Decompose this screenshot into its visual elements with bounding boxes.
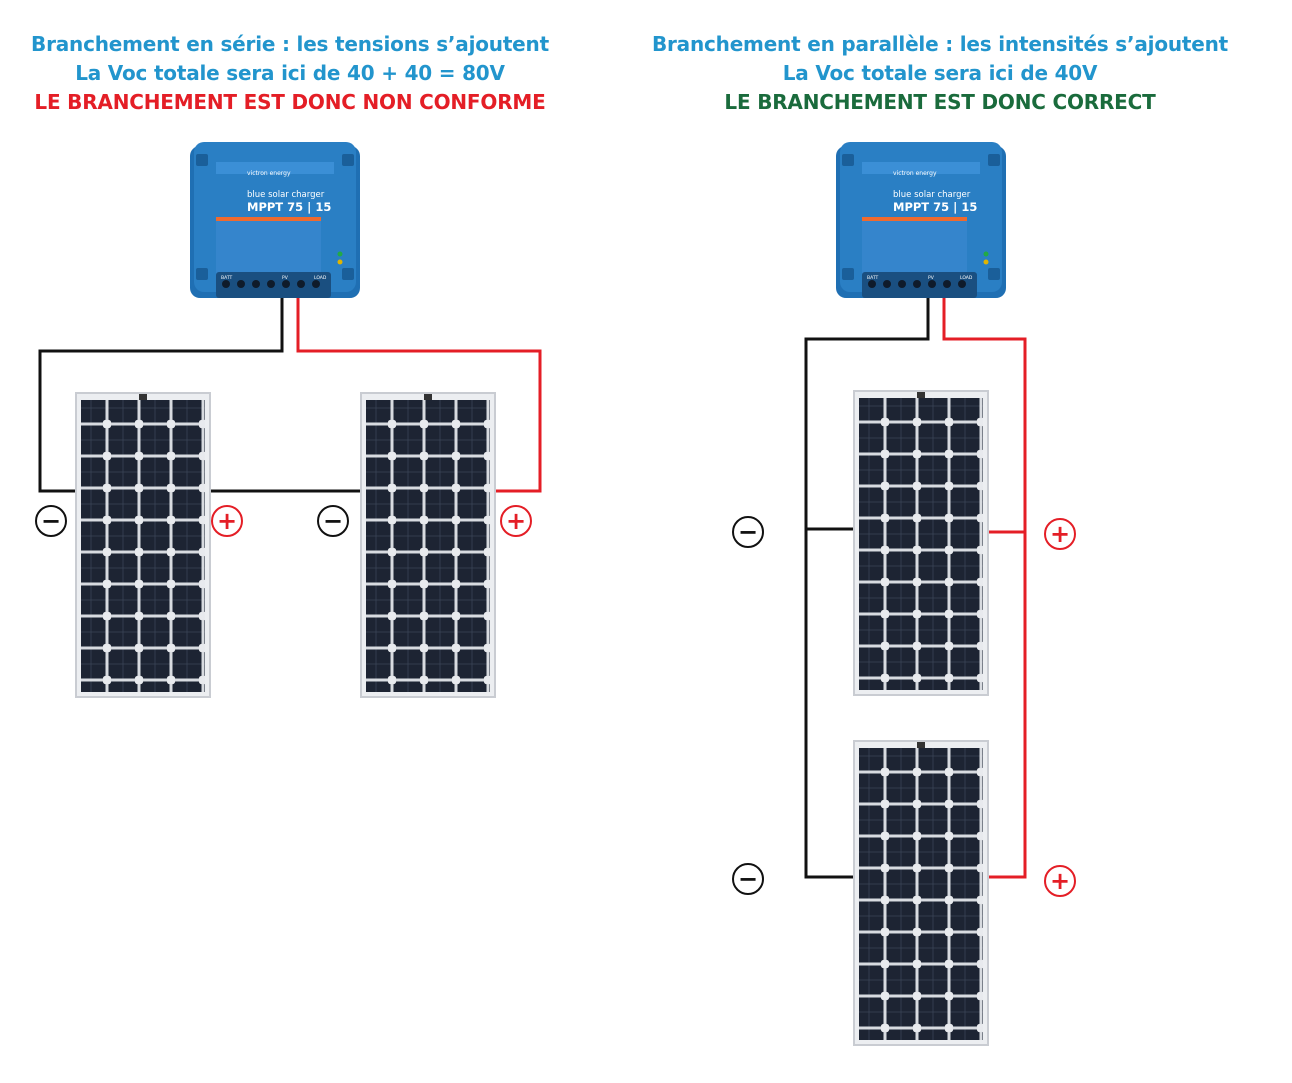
parallel-controller-brand: victron energy bbox=[893, 170, 937, 177]
svg-text:+: + bbox=[1050, 520, 1070, 548]
series-negative-wire bbox=[38, 286, 284, 493]
svg-text:−: − bbox=[738, 865, 758, 893]
parallel-solar-panel-2 bbox=[853, 740, 989, 1046]
parallel-verdict: LE BRANCHEMENT EST DONC CORRECT bbox=[724, 90, 1156, 114]
svg-text:+: + bbox=[1050, 867, 1070, 895]
series-terminal-pv: PV bbox=[282, 275, 289, 281]
series-controller-model: MPPT 75 | 15 bbox=[247, 200, 331, 214]
parallel-terminal-batt: BATT bbox=[867, 275, 878, 281]
parallel-panel2-minus-sign: − bbox=[732, 863, 764, 895]
svg-text:+: + bbox=[217, 507, 237, 535]
parallel-negative-wire bbox=[804, 286, 930, 879]
series-solar-panel-2 bbox=[360, 392, 496, 698]
parallel-charge-controller: victron energy blue solar charger MPPT 7… bbox=[836, 142, 1006, 298]
parallel-terminal-pv: PV bbox=[928, 275, 935, 281]
parallel-heading: Branchement en parallèle : les intensité… bbox=[620, 30, 1260, 117]
svg-text:−: − bbox=[323, 507, 343, 535]
series-panel2-minus-sign: − bbox=[317, 505, 349, 537]
parallel-voc-text: La Voc totale sera ici de 40V bbox=[782, 61, 1098, 85]
series-controller-label: blue solar charger bbox=[247, 190, 325, 200]
series-panel1-plus-sign: + bbox=[211, 505, 243, 537]
series-panel1-minus-sign: − bbox=[35, 505, 67, 537]
parallel-panel1-plus-sign: + bbox=[1044, 518, 1076, 550]
series-charge-controller: victron energy blue solar charger MPPT 7… bbox=[190, 142, 360, 298]
series-panel2-plus-sign: + bbox=[500, 505, 532, 537]
parallel-solar-panel-1 bbox=[853, 390, 989, 696]
parallel-positive-wire bbox=[942, 286, 1027, 879]
series-terminal-load: LOAD bbox=[314, 275, 327, 281]
series-positive-wire bbox=[296, 286, 542, 493]
series-verdict: LE BRANCHEMENT EST DONC NON CONFORME bbox=[34, 90, 546, 114]
svg-text:−: − bbox=[738, 518, 758, 546]
svg-text:+: + bbox=[506, 507, 526, 535]
series-terminal-batt: BATT bbox=[221, 275, 232, 281]
parallel-terminal-load: LOAD bbox=[960, 275, 973, 281]
series-controller-brand: victron energy bbox=[247, 170, 291, 177]
parallel-panel1-minus-sign: − bbox=[732, 516, 764, 548]
parallel-panel2-plus-sign: + bbox=[1044, 865, 1076, 897]
series-heading: Branchement en série : les tensions s’aj… bbox=[0, 30, 610, 117]
series-title: Branchement en série : les tensions s’aj… bbox=[31, 32, 549, 56]
parallel-controller-model: MPPT 75 | 15 bbox=[893, 200, 977, 214]
series-solar-panel-1 bbox=[75, 392, 211, 698]
parallel-title: Branchement en parallèle : les intensité… bbox=[651, 32, 1229, 56]
parallel-controller-label: blue solar charger bbox=[893, 190, 971, 200]
series-diagram: victron energy blue solar charger MPPT 7… bbox=[35, 142, 542, 698]
parallel-diagram: victron energy blue solar charger MPPT 7… bbox=[732, 142, 1076, 1046]
series-voc-text: La Voc totale sera ici de 40 + 40 = 80V bbox=[75, 61, 505, 85]
svg-text:−: − bbox=[41, 507, 61, 535]
